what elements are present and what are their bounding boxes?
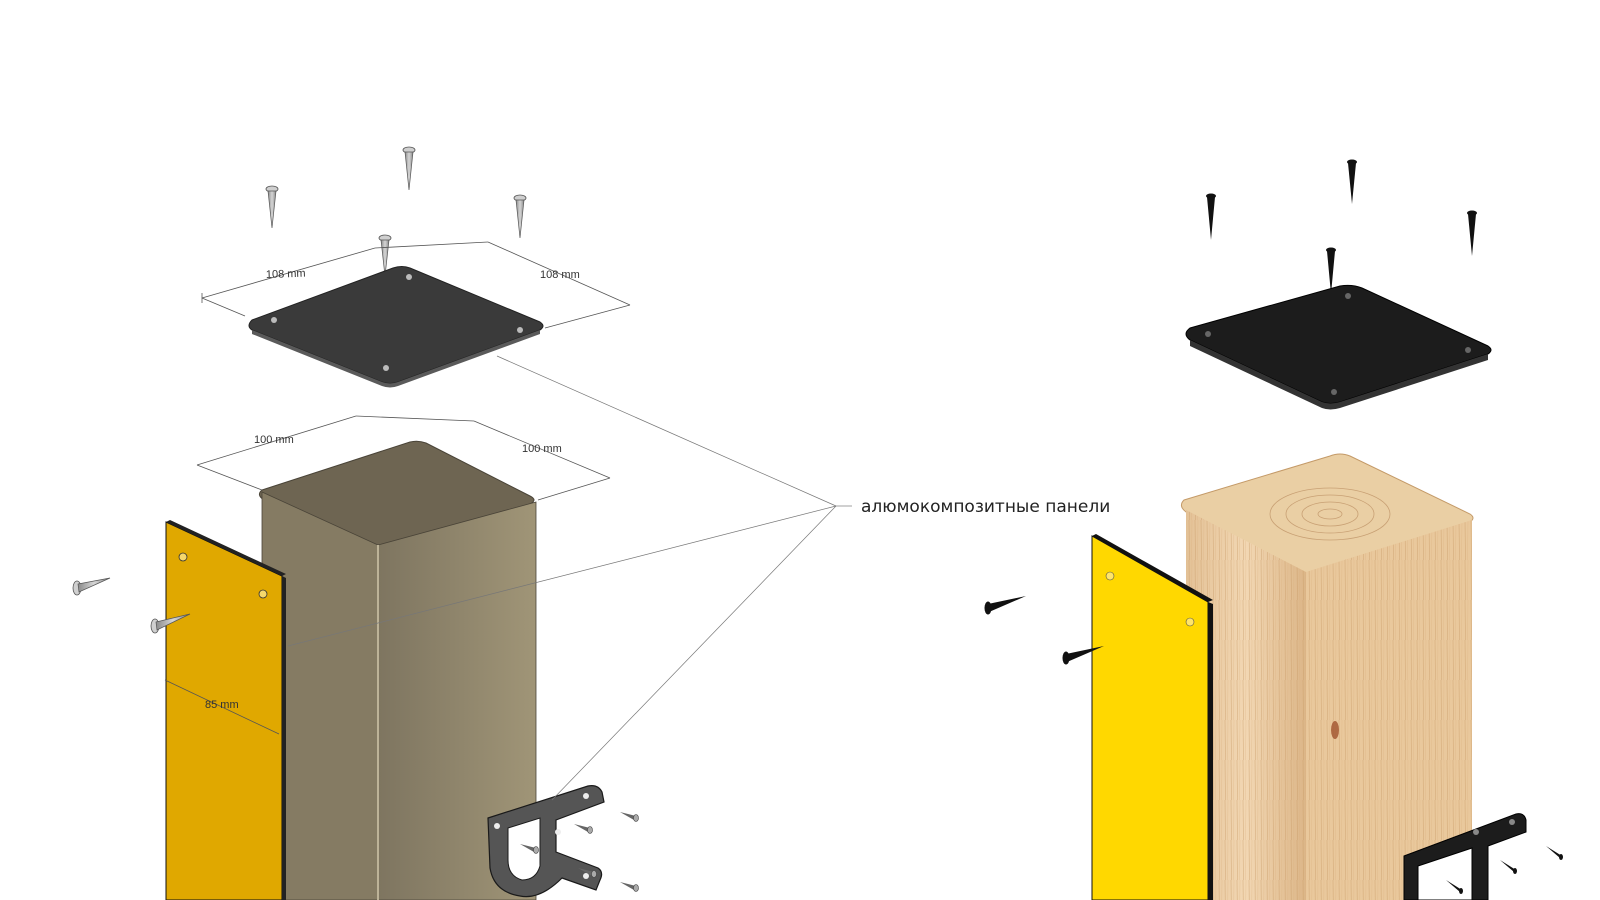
right-bracket — [1403, 813, 1527, 900]
right-cap-plate — [1185, 284, 1492, 410]
right-top-nails — [1206, 159, 1477, 294]
nail-icon — [513, 194, 527, 239]
nail-icon — [1347, 159, 1357, 204]
nail-icon — [72, 577, 111, 596]
callout-label: алюмокомпозитные панели — [861, 497, 1110, 517]
left-side-nails — [72, 577, 191, 634]
left-cap-plate — [248, 266, 544, 388]
screw-icon — [1546, 846, 1563, 860]
right-assembly — [984, 159, 1563, 900]
post-dimensions: 100 mm 100 mm — [196, 415, 611, 501]
left-top-nails — [265, 146, 527, 277]
right-wooden-post — [1180, 453, 1474, 900]
left-metal-post — [258, 440, 537, 900]
left-bracket — [487, 785, 605, 898]
left-facade-panel: 85 mm — [164, 520, 286, 900]
panel-width-label: 85 mm — [205, 699, 239, 711]
screw-icon — [620, 882, 639, 892]
screw-icon — [520, 844, 539, 854]
post-width-label-left: 100 mm — [254, 434, 294, 446]
plate-width-label-right: 108 mm — [540, 269, 580, 281]
plate-dimensions: 108 mm 108 mm — [201, 241, 631, 329]
right-side-nails — [984, 596, 1104, 665]
screw-icon — [1446, 880, 1463, 894]
screw-icon — [620, 812, 639, 822]
nail-icon — [378, 234, 392, 277]
nail-icon — [984, 596, 1026, 615]
nail-icon — [1326, 247, 1336, 294]
callout: алюмокомпозитные панели — [287, 355, 1110, 801]
left-bracket-screws — [520, 812, 639, 892]
left-assembly: 108 mm 108 mm 100 mm 100 mm — [72, 146, 639, 900]
nail-icon — [402, 146, 416, 191]
nail-icon — [1467, 210, 1477, 256]
right-bracket-screws — [1446, 846, 1563, 894]
nail-icon — [1062, 646, 1104, 665]
nail-icon — [150, 613, 191, 634]
right-facade-panel — [1091, 534, 1213, 900]
plate-width-label-left: 108 mm — [266, 268, 306, 281]
nail-icon — [1206, 193, 1216, 240]
screw-icon — [574, 824, 593, 834]
nail-icon — [265, 185, 279, 229]
screw-icon — [578, 868, 597, 878]
post-width-label-right: 100 mm — [522, 443, 562, 455]
screw-icon — [1500, 860, 1517, 874]
